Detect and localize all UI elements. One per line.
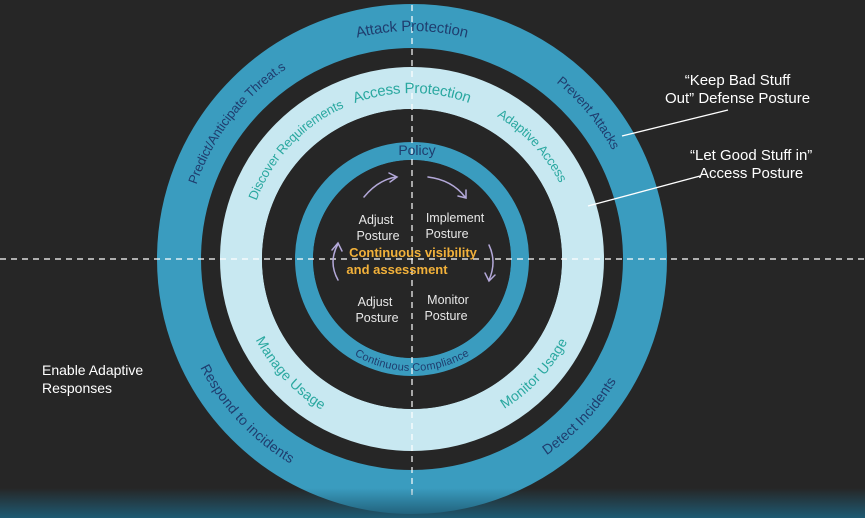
inner-ring-top-label: Policy [398,142,435,158]
quadrant-lower-left-line2: Posture [355,311,398,325]
center-label-line1: Continuous visibility [349,245,478,260]
cycle-arrows [331,172,496,283]
access-callout-line2: Access Posture [699,165,804,182]
quadrant-upper-right-line2: Posture [425,227,468,241]
access-posture-callout: “Let Good Stuff in” Access Posture [690,147,812,183]
arrow-right [488,244,494,281]
defense-callout-line2: Out” Defense Posture [665,90,811,107]
arrow-top-left [363,176,397,198]
quadrant-upper-left-line2: Posture [356,229,399,243]
arrow-top-right [427,176,466,198]
access-callout-pointer [587,175,701,207]
arrow-right-head [484,272,496,283]
arrow-left-head [331,241,343,252]
arrow-left [332,243,339,281]
arrow-top-right-head [457,189,467,199]
arrow-top-left-head [388,172,399,183]
adaptive-responses-note: Enable Adaptive Responses [42,361,143,397]
outer-ring-top-label: Attack Protection [354,18,470,42]
defense-posture-callout: “Keep Bad Stuff Out” Defense Posture [665,72,810,108]
quadrant-lower-left-line1: Adjust [358,295,393,309]
center-label-line2: and assessment [346,262,448,277]
bottom-glow [0,488,865,518]
quadrant-lower-right-line2: Posture [424,309,467,323]
quadrant-upper-left-line1: Adjust [359,213,394,227]
access-callout-line1: “Let Good Stuff in” [690,147,813,164]
defense-callout-pointer [621,109,729,137]
defense-callout-line1: “Keep Bad Stuff [684,72,791,89]
adaptive-note-line1: Enable Adaptive [42,362,144,378]
quadrant-lower-right-line1: Monitor [427,293,469,307]
quadrant-upper-right-line1: Implement [426,211,485,225]
adaptive-note-line2: Responses [42,380,113,396]
